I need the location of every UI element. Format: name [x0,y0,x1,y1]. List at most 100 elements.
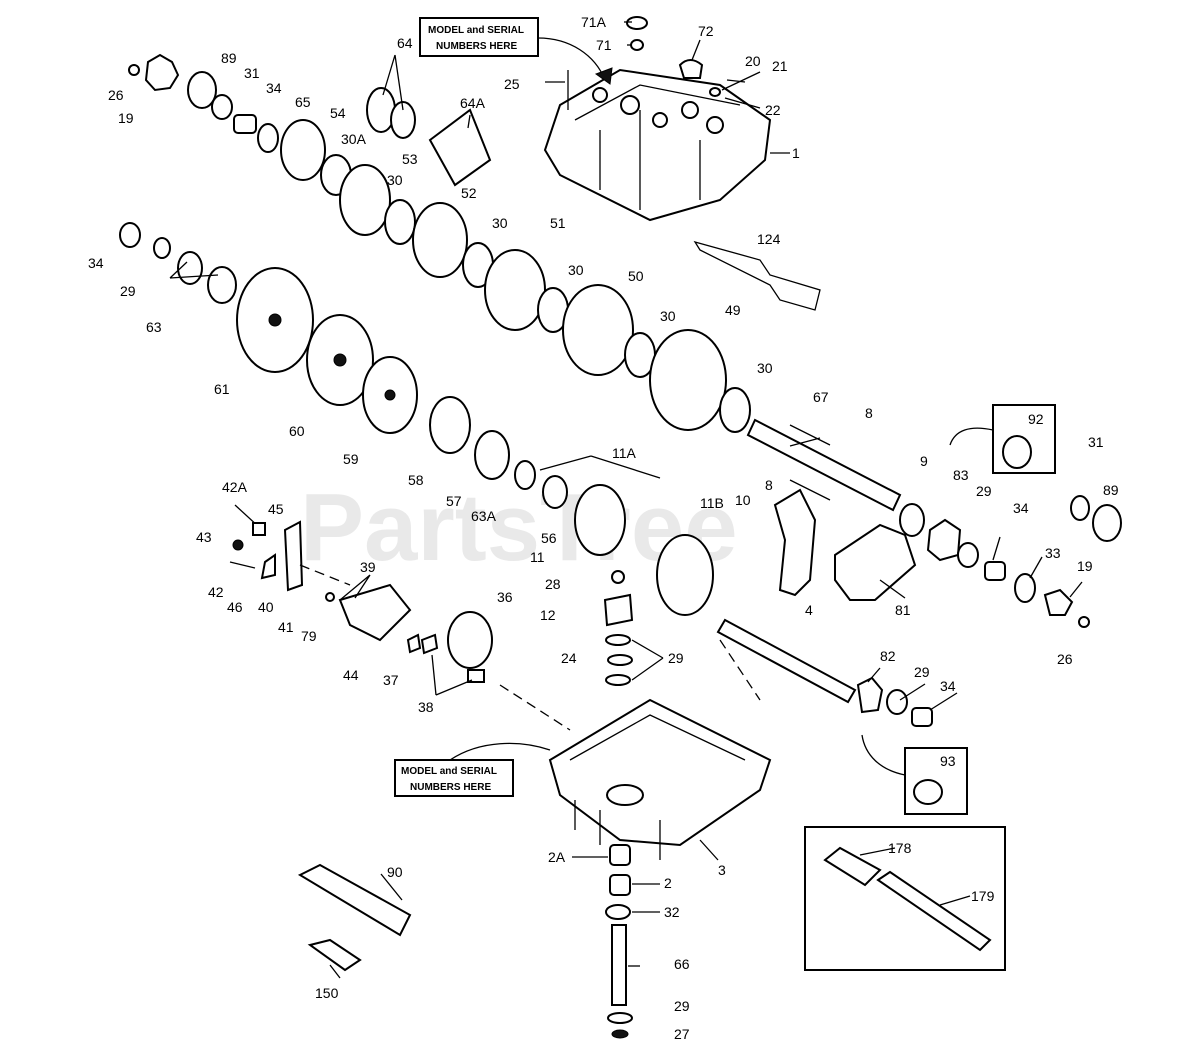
label-65: 65 [295,94,311,110]
label-32: 32 [664,904,680,920]
label-24: 24 [561,650,577,666]
label-42A: 42A [222,479,248,495]
label-58: 58 [408,472,424,488]
label-30a: 30 [387,172,403,188]
label-8b: 8 [765,477,773,493]
label-72: 72 [698,23,714,39]
label-82: 82 [880,648,896,664]
label-81: 81 [895,602,911,618]
label-49: 49 [725,302,741,318]
shift-fork-10 [773,488,817,597]
label-31a: 31 [244,65,260,81]
shaft-179 [876,870,992,952]
label-66: 66 [674,956,690,972]
label-36: 36 [497,589,513,605]
top-note-arrow [537,37,606,81]
ball-20 [709,87,721,97]
label-79: 79 [301,628,317,644]
label-28: 28 [545,576,561,592]
label-46: 46 [227,599,243,615]
label-4: 4 [805,602,813,618]
label-25: 25 [504,76,520,92]
bottom-note-line2: NUMBERS HERE [410,782,491,793]
label-8a: 8 [865,405,873,421]
label-30d: 30 [660,308,676,324]
label-30c: 30 [568,262,584,278]
label-27: 27 [674,1026,690,1042]
shift-bracket-124 [693,240,821,311]
label-178: 178 [888,840,912,856]
label-57: 57 [446,493,462,509]
bottom-note-line1: MODEL and SERIAL [401,766,497,777]
bottom-model-serial-note [394,759,514,797]
label-63: 63 [146,319,162,335]
assembly-guide-1 [499,684,571,731]
brake-assembly [229,504,493,683]
inset-92-part [1002,435,1032,469]
sealant-tube-150 [307,938,362,972]
label-54: 54 [330,105,346,121]
top-note-arrowhead [594,67,613,85]
label-29c: 29 [976,483,992,499]
label-34d: 34 [940,678,956,694]
plug-71a [626,16,648,30]
label-64: 64 [397,35,413,51]
label-56: 56 [541,530,557,546]
label-64A: 64A [460,95,486,111]
lower-housing [548,698,772,860]
label-71: 71 [596,37,612,53]
washer-71 [630,39,644,51]
label-11b: 11B [700,495,724,511]
label-29b: 29 [668,650,684,666]
label-11a: 11A [612,445,637,461]
label-67: 67 [813,389,829,405]
label-124: 124 [757,231,781,247]
label-34a: 34 [266,80,282,96]
label-40: 40 [258,599,274,615]
label-33: 33 [1045,545,1061,561]
label-150: 150 [315,985,339,1001]
label-38: 38 [418,699,434,715]
label-1: 1 [792,145,800,161]
label-43: 43 [196,529,212,545]
label-89b: 89 [1103,482,1119,498]
inset-92-arrow [949,427,994,446]
countershaft-gears [119,222,510,480]
top-model-serial-note [419,17,539,57]
label-92: 92 [1028,411,1044,427]
label-63A: 63A [471,508,497,524]
label-21: 21 [772,58,788,74]
label-19b: 19 [1077,558,1093,574]
label-83: 83 [953,467,969,483]
label-22: 22 [765,102,781,118]
label-2a: 2A [548,849,566,865]
output-shaft-67 [746,418,1122,628]
label-12: 12 [540,607,556,623]
label-34c: 34 [1013,500,1029,516]
part-labels: 1 2 2A 3 4 8 8 9 10 11 11A 11B 12 19 19 … [88,14,1119,1042]
label-71A: 71A [581,14,607,30]
label-26a: 26 [108,87,124,103]
leader-lines [169,21,1083,979]
label-89a: 89 [221,50,237,66]
upper-left-parts [128,53,751,433]
label-30b: 30 [492,215,508,231]
label-52: 52 [461,185,477,201]
label-93: 93 [940,753,956,769]
label-59: 59 [343,451,359,467]
label-3: 3 [718,862,726,878]
housing-cover [543,68,772,222]
label-50: 50 [628,268,644,284]
label-39: 39 [360,559,376,575]
label-29a: 29 [120,283,136,299]
label-20: 20 [745,53,761,69]
inset-93-arrow [861,734,906,776]
label-31b: 31 [1088,434,1104,450]
label-10: 10 [735,492,751,508]
label-53: 53 [402,151,418,167]
label-30e: 30 [757,360,773,376]
label-2: 2 [664,875,672,891]
label-29e: 29 [674,998,690,1014]
label-61: 61 [214,381,230,397]
